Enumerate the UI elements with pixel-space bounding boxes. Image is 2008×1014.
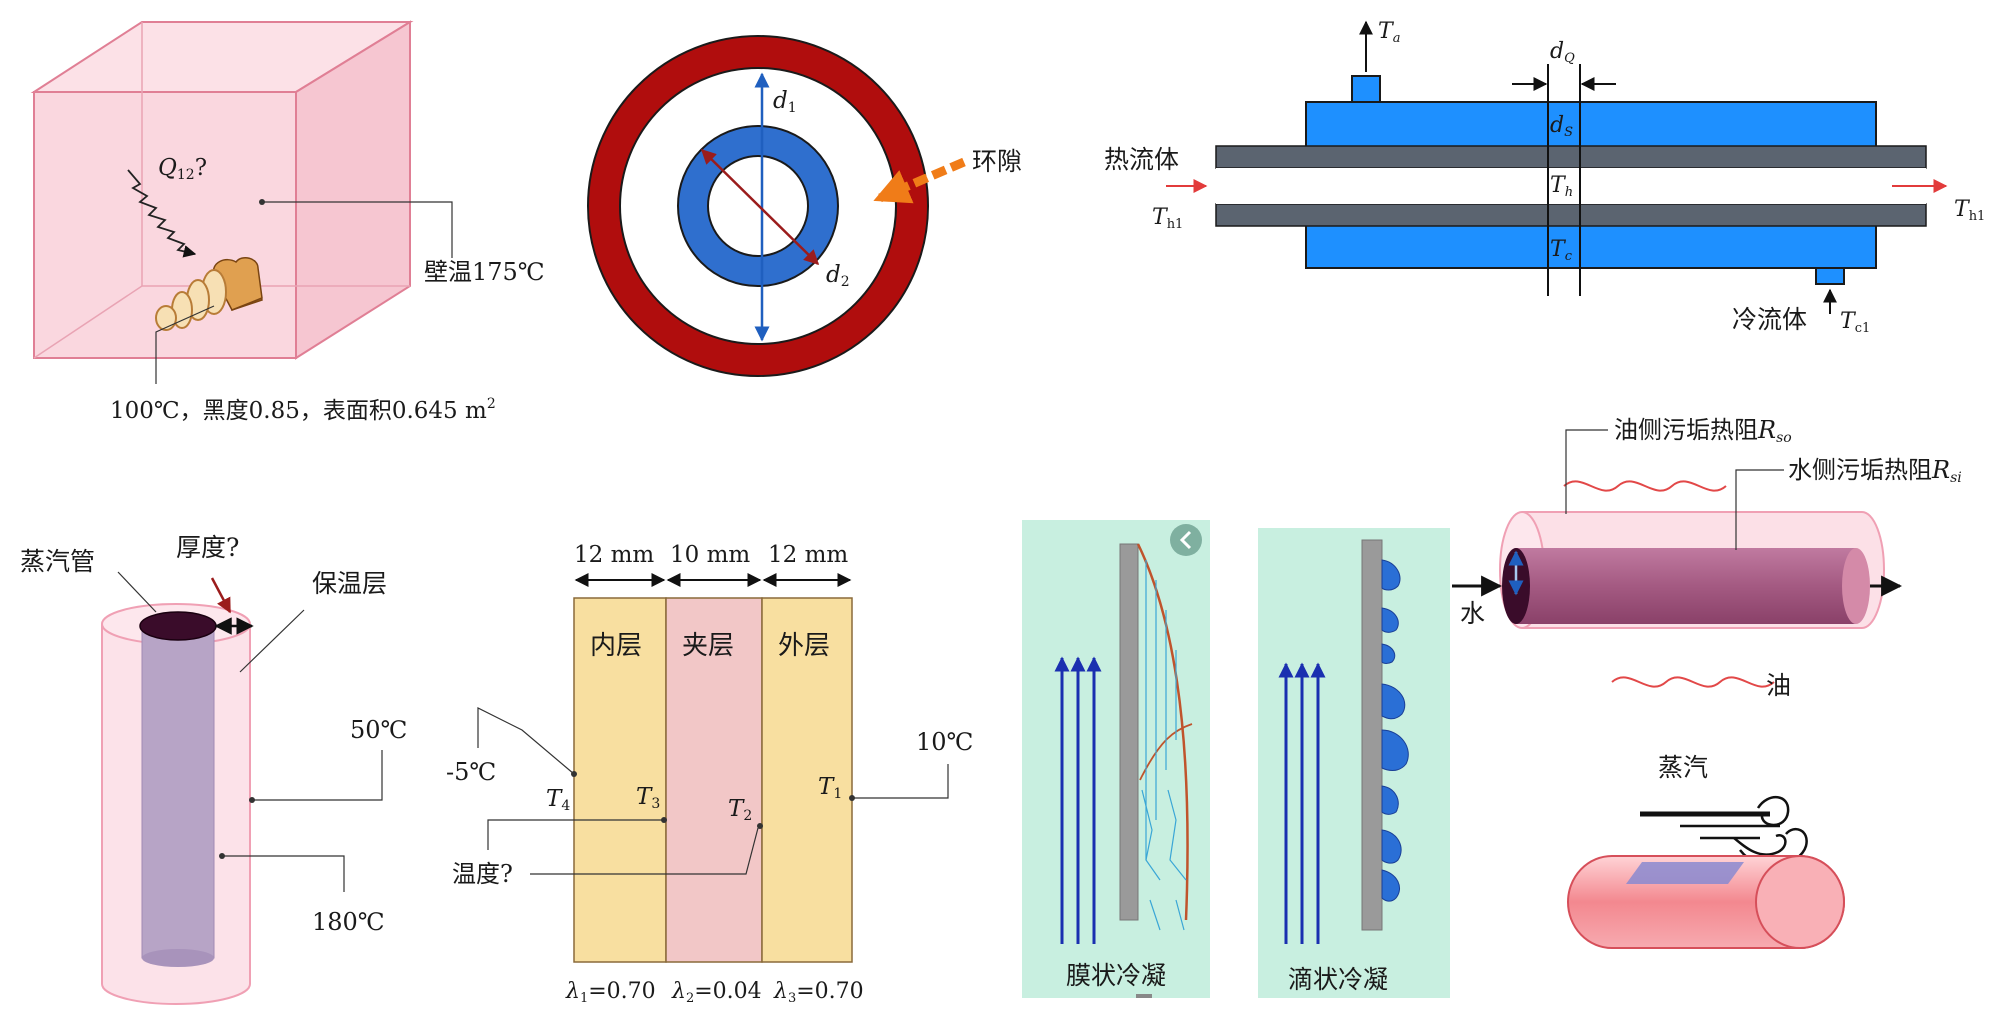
inner-layer-label: 内层 <box>590 631 642 661</box>
water-side-fouling-label: 水侧污垢热阻Rsi <box>1788 456 1962 486</box>
wavy-radiation-arrow-icon <box>127 169 197 258</box>
thickness-label: 厚度? <box>176 533 239 562</box>
inner-tube-lower-wall <box>1215 203 1927 227</box>
oil-wave-lower <box>1611 676 1775 688</box>
inside-temp-label: -5℃ <box>446 758 496 786</box>
lambda3-label: λ3=0.70 <box>773 979 864 1006</box>
d2-dimension-arrow <box>700 148 820 266</box>
outer-temp-label: 50℃ <box>350 716 407 744</box>
middle-layer-label: 夹层 <box>682 631 734 661</box>
th1-outlet-label: Th1 <box>1954 197 1985 224</box>
oil-side-fouling-label: 油侧污垢热阻Rso <box>1614 416 1792 446</box>
panel-film-condensation: 膜状冷凝 <box>1022 520 1210 998</box>
lambda2-label: λ2=0.04 <box>671 979 762 1006</box>
chevron-left-icon[interactable] <box>1170 524 1202 556</box>
t2-label: T2 <box>728 796 752 824</box>
oil-wave-upper <box>1563 480 1727 492</box>
middle-width-label: 10 mm <box>670 542 750 568</box>
water-tube <box>1516 548 1856 624</box>
oil-label: 油 <box>1766 671 1791 700</box>
film-layer <box>1136 543 1189 921</box>
panel-steam-pipe: 蒸汽管 厚度? 保温层 50℃ 180℃ <box>20 533 407 1005</box>
steam-label: 蒸汽 <box>1658 753 1708 782</box>
wall-temp-label: 壁温175℃ <box>424 258 545 286</box>
panel-fouling: 水 油 油侧污垢热阻Rso 水侧污垢热阻Rsi <box>1452 416 1962 700</box>
insulation-label: 保温层 <box>312 569 387 598</box>
drop-condensation-label: 滴状冷凝 <box>1288 965 1388 994</box>
gap-label: 环隙 <box>972 147 1022 176</box>
bread-property-label: 100℃，黑度0.85，表面积0.645 m2 <box>110 396 496 424</box>
dq-label: dQ <box>1550 39 1575 66</box>
outer-layer-label: 外层 <box>778 631 830 661</box>
panel-radiation-box: Q12? 壁温175℃ 100℃，黑度0.85，表面积0.645 m2 <box>30 20 545 424</box>
panel-exchanger: Ta dQ dS Th Tc 热流体 Th1 Th1 冷流体 Tc1 <box>1104 19 1985 336</box>
inner-tube-upper-wall <box>1215 145 1927 169</box>
inner-width-label: 12 mm <box>574 542 654 568</box>
film-condensation-label: 膜状冷凝 <box>1066 961 1166 990</box>
panel-annulus: d1 d2 环隙 <box>587 35 1022 377</box>
bread-leader-line <box>155 305 215 384</box>
inner-layer <box>573 597 667 963</box>
film-wall <box>1119 543 1139 921</box>
tc-label: Tc <box>1550 237 1573 264</box>
ta-label: Ta <box>1378 19 1400 46</box>
t1-label: T1 <box>818 774 842 802</box>
water-label: 水 <box>1460 599 1485 628</box>
horizontal-tank-icon <box>1567 855 1845 949</box>
panel-composite-wall: 12 mm 10 mm 12 mm 内层 夹层 外层 -5℃ 10℃ T4 T3… <box>446 542 973 1006</box>
wall-leader-line <box>262 201 453 258</box>
condensate-drops <box>1381 559 1409 902</box>
bread-icon <box>155 257 263 331</box>
drop-wall <box>1361 539 1383 931</box>
th1-inlet-label: Th1 <box>1152 205 1183 232</box>
panel-drop-condensation: 滴状冷凝 <box>1258 528 1450 998</box>
outer-layer <box>761 597 853 963</box>
outer-width-label: 12 mm <box>768 542 848 568</box>
steam-pipe-label: 蒸汽管 <box>20 547 95 576</box>
gap-pointer-arrow <box>873 157 966 204</box>
panel-steam-tank: 蒸汽 <box>1567 753 1845 949</box>
lambda1-label: λ1=0.70 <box>565 979 656 1006</box>
steam-pipe-opening <box>139 611 217 641</box>
inner-temp-label: 180℃ <box>312 908 385 936</box>
q12-label: Q12? <box>158 155 207 183</box>
d2-label: d2 <box>826 262 850 290</box>
middle-layer <box>665 597 763 963</box>
th-label: Th <box>1550 173 1573 200</box>
ds-label: dS <box>1550 113 1573 140</box>
cold-fluid-label: 冷流体 <box>1732 305 1807 334</box>
tc1-label: Tc1 <box>1840 309 1870 336</box>
hot-fluid-label: 热流体 <box>1104 145 1179 174</box>
d1-label: d1 <box>773 88 797 116</box>
temperature-question-label: 温度? <box>452 860 513 888</box>
outside-temp-label: 10℃ <box>916 728 973 756</box>
t4-label: T4 <box>546 786 570 814</box>
steam-pipe-body <box>141 625 215 959</box>
t3-label: T3 <box>636 784 660 812</box>
